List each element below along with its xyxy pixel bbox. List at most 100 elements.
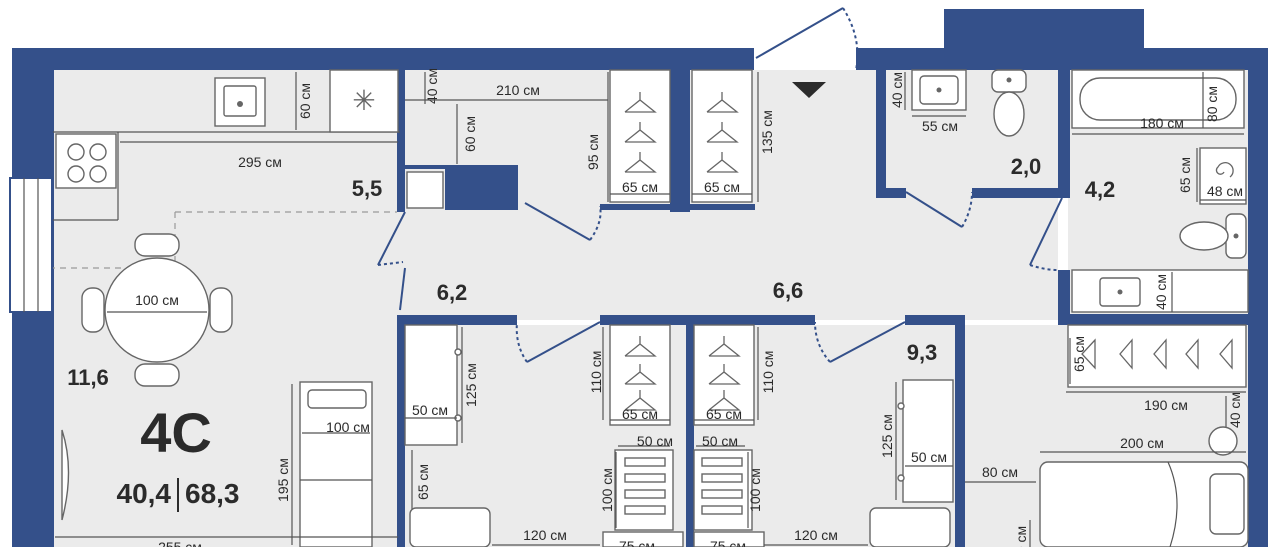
dim-50-b: 50 см (702, 433, 738, 449)
area-bedroom: 9,3 (907, 340, 938, 365)
storage-area: 40 см 210 см 60 см 5,5 95 см 65 см 65 см… (352, 68, 775, 209)
hanger-icon (624, 336, 657, 357)
dim-110-b: 110 см (760, 351, 776, 394)
hanger-icon (708, 390, 741, 411)
sofa-side-icon (61, 429, 70, 521)
shelf-left (404, 324, 458, 446)
boiler-icon (406, 171, 444, 209)
dim-55: 55 см (922, 118, 958, 134)
dim-40-top: 40 см (424, 68, 440, 104)
dim-65-d: 65 см (706, 406, 742, 422)
room-middle: 65 см 110 см 50 см 100 см 75 см 120 см 1… (693, 324, 954, 547)
lamp-icon (1208, 426, 1238, 456)
area-bath: 4,2 (1085, 177, 1116, 202)
walls (9, 9, 1268, 547)
apartment-type-label: 4С (140, 401, 212, 464)
dim-65-b: 65 см (704, 179, 740, 195)
dim-100-table: 100 см (135, 292, 179, 308)
dim-80-bath: 80 см (1204, 86, 1220, 122)
dim-50-right: 50 см (911, 449, 947, 465)
area-hall-left: 6,2 (437, 280, 468, 305)
dim-100-bed: 100 см (326, 419, 370, 435)
double-bed (1039, 461, 1249, 547)
dim-100-b: 100 см (747, 468, 763, 512)
toilet-icon (991, 69, 1027, 137)
closet-wall-1 (670, 70, 690, 212)
hanger-icon (706, 122, 739, 143)
desk-left (409, 507, 491, 547)
room-divider-wall (686, 315, 694, 547)
dim-100-a: 100 см (599, 468, 615, 512)
dim-50-left: 50 см (412, 402, 448, 418)
dim-295: 295 см (238, 154, 282, 170)
dim-110-a: 110 см (588, 351, 604, 394)
living-area: 40,4 (117, 478, 172, 509)
bath-wall-bottom (1058, 270, 1070, 325)
dim-255: 255 см (158, 539, 202, 547)
hanger-icon (1081, 338, 1096, 370)
room-left-wall (397, 315, 405, 547)
entrance-door (755, 7, 844, 59)
outer-wall-top-left (12, 48, 754, 70)
hanger-icon (708, 364, 741, 385)
snowflake-icon: ✳ (352, 85, 375, 116)
dim-65-a: 65 см (622, 179, 658, 195)
hanger-icon (624, 390, 657, 411)
outer-wall-top-right (856, 48, 1268, 70)
hanger-icon (708, 336, 741, 357)
hanger-icon (706, 92, 739, 113)
dim-180: 180 см (1140, 115, 1184, 131)
hanger-icon (1153, 338, 1167, 370)
wc: 40 см 55 см 2,0 (889, 69, 1042, 179)
wc-wall-left (876, 70, 886, 198)
dim-210: 210 см (496, 82, 540, 98)
dim-80-br: 80 см (982, 464, 1018, 480)
bedroom-wall (955, 315, 965, 547)
wc-wall-bottom (876, 188, 906, 198)
dim-50-a: 50 см (637, 433, 673, 449)
hanger-icon (1185, 338, 1199, 370)
dim-135: 135 см (759, 110, 775, 154)
area-kitchen: 11,6 (67, 365, 109, 390)
rooms-top-wall-a (397, 315, 517, 325)
doors (377, 7, 1063, 363)
dim-65-left: 65 см (415, 464, 431, 500)
storage-wall (397, 70, 405, 212)
dim-65-br: 65 см (1071, 336, 1087, 372)
hanger-icon (706, 152, 739, 173)
dim-120-a: 120 см (523, 527, 567, 543)
area-wc: 2,0 (1011, 154, 1042, 179)
dim-120-b: 120 см (794, 527, 838, 543)
dim-40-sink: 40 см (1153, 274, 1169, 310)
bedroom: 65 см 190 см 40 см 200 см 80 см 0 см (965, 324, 1249, 547)
roof-block (944, 9, 1144, 49)
hanger-icon (624, 364, 657, 385)
bathroom: 180 см 80 см 4,2 65 см 48 см 40 см (1071, 69, 1249, 313)
entrance-arrow-icon (792, 82, 826, 98)
total-area: 68,3 (185, 478, 240, 509)
dim-125-right: 125 см (879, 414, 895, 458)
rooms-top-wall-b (600, 315, 815, 325)
hanger-icon (624, 122, 657, 143)
dim-190: 190 см (1144, 397, 1188, 413)
dim-40-wc: 40 см (889, 72, 905, 108)
washer-icon (1199, 147, 1247, 205)
dim-0-br: 0 см (1013, 526, 1029, 547)
hanger-icon (1219, 338, 1233, 370)
spiral-icon (1215, 162, 1234, 178)
dim-60-kitchen: 60 см (297, 83, 313, 119)
dim-65-bath: 65 см (1177, 157, 1193, 193)
stove-icon (55, 133, 117, 189)
dim-75-a: 75 см (619, 538, 655, 547)
area-hall-right: 6,6 (773, 278, 804, 303)
dim-200: 200 см (1120, 435, 1164, 451)
storage-block (445, 165, 518, 210)
desk-middle (869, 507, 951, 547)
wc-wall-bottom-right (972, 188, 1062, 198)
wc-bath-wall (1058, 70, 1070, 198)
dim-48: 48 см (1207, 183, 1243, 199)
dim-125-left: 125 см (463, 363, 479, 407)
storage-bottom-wall (405, 165, 445, 169)
room-left: 125 см 50 см 65 см 120 см 110 см 65 см 5… (404, 324, 684, 547)
